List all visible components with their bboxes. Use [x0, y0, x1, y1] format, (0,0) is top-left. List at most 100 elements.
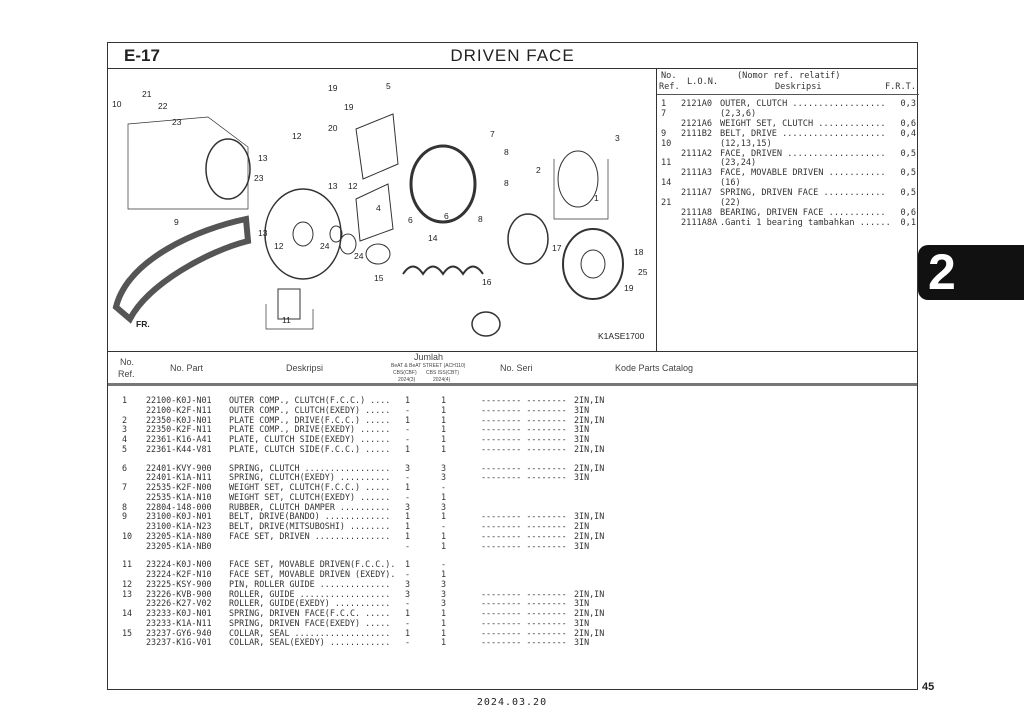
part-part: 22804-148-000	[146, 501, 212, 512]
part-ref: 7	[122, 482, 128, 492]
hdr-yr2: 2024(4)	[433, 377, 451, 383]
part-part: 22401-KVY-900	[146, 462, 212, 473]
callout-label: 2	[536, 165, 541, 175]
callout-label: 8	[504, 147, 509, 157]
callout-label: 6	[444, 211, 449, 221]
hdr-no: No.	[661, 71, 677, 81]
part-code: 3IN	[574, 540, 590, 551]
ref-ref: 1	[661, 99, 667, 109]
part-seri: -------- --------	[481, 637, 567, 648]
part-desc: COLLAR, SEAL ...................	[229, 627, 391, 638]
ref-desc: (12,13,15)	[720, 138, 772, 149]
part-q1: -	[405, 569, 411, 579]
part-q2: 3	[441, 598, 447, 609]
hdr-catalog: Kode Parts Catalog	[615, 363, 694, 373]
hdr-model: BeAT & BeAT STREET (ACH110)	[391, 363, 466, 369]
page-number: 45	[922, 681, 935, 693]
part-part: 22350-K2F-N11	[146, 424, 212, 435]
ref-row: 2111A8A.Ganti 1 bearing tambahkan ......…	[657, 218, 919, 228]
part-q2: 1	[441, 530, 447, 541]
part-desc: BELT, DRIVE(BANDO) .............	[229, 511, 391, 522]
callout-label: 19	[344, 102, 354, 112]
part-part: 22361-K16-A41	[146, 434, 212, 444]
callout-label: 9	[174, 217, 179, 227]
part-seri: -------- --------	[481, 540, 567, 551]
part-q2: 1	[441, 424, 447, 435]
callout-label: 19	[624, 283, 634, 293]
part-seri: -------- --------	[481, 395, 567, 405]
hdr-var2: CBS ISS(CBT)	[426, 370, 460, 376]
part-code: 3IN	[574, 598, 590, 609]
ref-desc: (23,24)	[720, 158, 757, 169]
ref-desc: (22)	[720, 198, 741, 208]
part-code: 2IN,IN	[574, 530, 605, 541]
ref-lon: 2111A3	[681, 168, 713, 179]
part-code: 2IN,IN	[574, 414, 605, 425]
part-q1: 1	[405, 521, 411, 531]
part-seri: -------- --------	[481, 462, 567, 473]
part-code: 2IN,IN	[574, 588, 605, 599]
part-part: 23224-K0J-N00	[146, 559, 212, 570]
part-seri: -------- --------	[481, 472, 567, 483]
part-q2: 3	[441, 462, 447, 473]
ref-frt: 0,5	[900, 168, 916, 179]
part-desc: SPRING, DRIVEN FACE(F.C.C. .....	[229, 608, 391, 618]
callout-label: 20	[328, 123, 338, 133]
labor-ref-table: No. Ref. L.O.N. (Nomor ref. relatif) Des…	[656, 69, 919, 351]
part-seri: -------- --------	[481, 511, 567, 522]
part-desc: COLLAR, SEAL(EXEDY) ............	[229, 637, 391, 648]
part-part: 22535-K2F-N00	[146, 482, 212, 492]
part-ref: 11	[122, 559, 133, 570]
callout-label: 24	[320, 241, 330, 251]
part-seri: -------- --------	[481, 414, 567, 425]
part-part: 23237-GY6-940	[146, 627, 212, 638]
part-part: 22361-K44-V81	[146, 443, 212, 454]
part-desc: BELT, DRIVE(MITSUBOSHI) ........	[229, 521, 391, 531]
callout-label: 14	[428, 233, 438, 243]
part-seri: -------- --------	[481, 588, 567, 599]
page-title: DRIVEN FACE	[450, 46, 575, 65]
callout-label: 1	[594, 193, 599, 203]
callout-label: 13	[258, 228, 268, 238]
part-q1: 1	[405, 511, 411, 522]
part-q2: 1	[441, 627, 447, 638]
part-ref: 12	[122, 578, 133, 589]
part-ref: 4	[122, 434, 128, 444]
part-part: 22100-K0J-N01	[146, 395, 212, 405]
part-part: 23226-K27-V02	[146, 598, 212, 609]
part-ref: 14	[122, 608, 133, 618]
diagram-code: K1ASE1700	[598, 331, 645, 341]
ref-ref: 21	[661, 198, 672, 208]
part-q2: 1	[441, 569, 447, 579]
ref-desc: OUTER, CLUTCH ..................	[720, 99, 886, 109]
part-code: 2IN,IN	[574, 443, 605, 454]
part-seri: -------- --------	[481, 617, 567, 628]
part-seri: -------- --------	[481, 434, 567, 444]
ref-desc: (2,3,6)	[720, 108, 757, 119]
part-seri: -------- --------	[481, 424, 567, 435]
ref-row: 21 (22)	[657, 198, 919, 208]
part-code: 3IN	[574, 637, 590, 648]
part-q1: 1	[405, 414, 411, 425]
callout-label: 18	[634, 247, 644, 257]
callout-label: 24	[354, 251, 364, 261]
part-q2: 3	[441, 578, 447, 589]
part-q1: -	[405, 434, 411, 444]
part-q2: 3	[441, 472, 447, 483]
ref-row: 7(2,3,6)	[657, 109, 919, 119]
belt-drawing	[112, 215, 252, 324]
part-ref: 5	[122, 443, 128, 454]
part-part: 22401-K1A-N11	[146, 472, 212, 483]
part-desc: OUTER COMP., CLUTCH(F.C.C.) ....	[229, 395, 391, 405]
part-seri: -------- --------	[481, 598, 567, 609]
part-q2: 3	[441, 501, 447, 512]
ref-row: 11(23,24)	[657, 158, 919, 168]
print-date: 2024.03.20	[476, 697, 548, 708]
ref-desc: BEARING, DRIVEN FACE ...........	[720, 207, 886, 218]
